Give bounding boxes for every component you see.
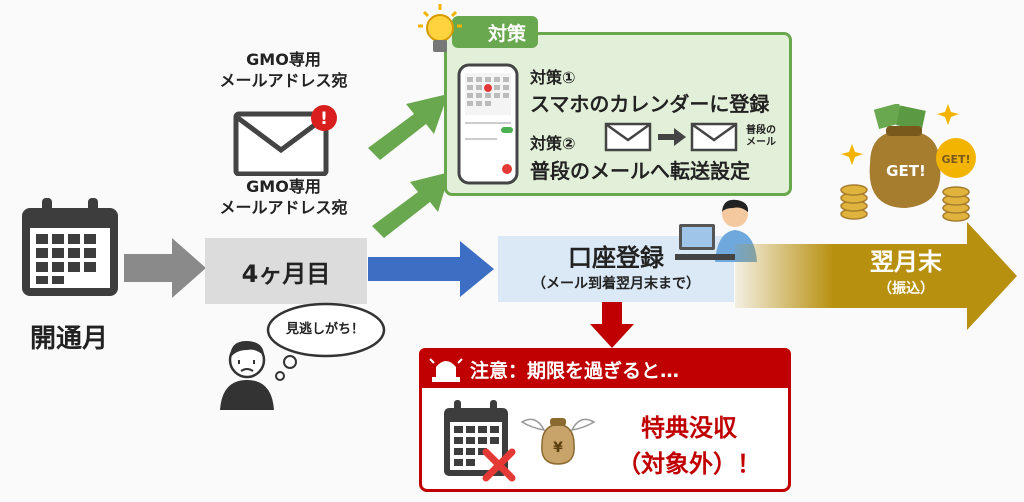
- account-registration-deadline: （メール到着翌月末まで）: [532, 276, 700, 292]
- green-arrows: [368, 94, 450, 238]
- countermeasure-2-title: 対策②: [530, 134, 576, 153]
- siren-icon: [429, 358, 463, 382]
- benefit-forfeit-text: 特典没収: [641, 414, 737, 442]
- start-month-label: 開通月: [29, 324, 108, 354]
- flying-money-icon: ¥: [520, 418, 596, 465]
- yen-mark: ¥: [553, 440, 563, 456]
- mail-address-label-bottom: GMO専用 メールアドレス宛: [219, 177, 348, 217]
- not-eligible-text: （対象外）！: [617, 450, 761, 478]
- warning-header: [419, 348, 791, 388]
- countermeasure-1-text: スマホのカレンダーに登録: [530, 92, 770, 116]
- lightbulb-icon: [418, 4, 462, 52]
- calendar-cancel-icon: [444, 400, 516, 482]
- gray-flow-arrow: [124, 238, 206, 298]
- account-registration-title: 口座登録: [568, 244, 664, 272]
- envelope-alert-icon: !: [233, 105, 337, 176]
- gold-flow-arrow: [735, 222, 1017, 330]
- easy-to-miss-text: 見逃しがち！: [285, 322, 364, 337]
- calendar-icon: [22, 198, 118, 296]
- mail-address-label-top: GMO専用 メールアドレス宛: [219, 50, 348, 90]
- countermeasure-tab: 対策: [452, 16, 538, 48]
- fourth-month-label: 4ヶ月目: [241, 259, 331, 288]
- transfer-label: （振込）: [878, 281, 934, 297]
- countermeasure-2-text: 普段のメールへ転送設定: [530, 159, 750, 183]
- thought-bubble: [266, 302, 386, 381]
- blue-flow-arrow: [368, 241, 494, 297]
- next-month-end-label: 翌月末: [870, 248, 942, 276]
- fourth-month-box: 4ヶ月目: [205, 238, 367, 304]
- get-badge-text: GET!: [941, 153, 970, 166]
- money-bag-icon: GET! GET!: [840, 104, 976, 222]
- red-down-arrow: [590, 302, 634, 348]
- smartphone-calendar-icon: [457, 63, 519, 185]
- warning-header-text: 注意：期限を過ぎると…: [470, 360, 680, 382]
- alert-mark: !: [320, 109, 328, 129]
- usual-mail-label: 普段の メール: [746, 125, 776, 148]
- countermeasure-1-title: 対策①: [530, 68, 576, 87]
- worried-person-icon: [220, 340, 274, 410]
- mail-forward-icon: [604, 122, 738, 152]
- bag-get-text: GET!: [886, 162, 926, 180]
